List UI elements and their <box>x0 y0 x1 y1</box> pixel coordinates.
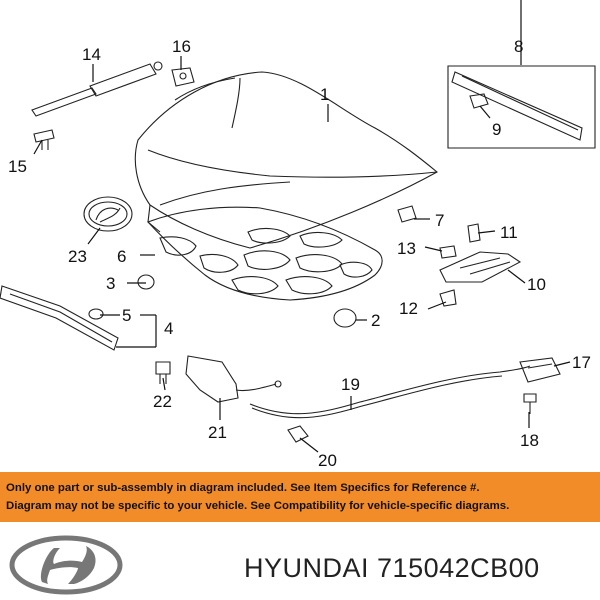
hood-emblem <box>83 196 133 232</box>
callout-20: 20 <box>318 451 337 470</box>
callout-14: 14 <box>82 45 101 64</box>
release-cable <box>249 365 531 419</box>
disclaimer-line-1: Only one part or sub-assembly in diagram… <box>6 482 480 494</box>
callout-21: 21 <box>208 423 227 442</box>
hood-seal-strip <box>0 285 119 351</box>
brand-name: HYUNDAI <box>244 553 370 583</box>
hood-latch <box>185 355 282 403</box>
callout-19: 19 <box>341 375 360 394</box>
callout-12: 12 <box>399 299 418 318</box>
latch-bolt <box>155 361 171 384</box>
callout-1: 1 <box>320 85 329 104</box>
leader-lines <box>33 0 571 453</box>
callout-7: 7 <box>435 211 444 230</box>
hood-stop-clip <box>171 67 195 87</box>
callout-4: 4 <box>164 319 173 338</box>
disclaimer-line-2: Diagram may not be specific to your vehi… <box>6 500 510 512</box>
callout-6: 6 <box>117 247 126 266</box>
part-title: HYUNDAI 715042CB00 <box>244 553 540 584</box>
hood-panel <box>134 71 438 249</box>
cable-grommet <box>287 425 309 443</box>
callout-3: 3 <box>106 274 115 293</box>
callout-15: 15 <box>8 157 27 176</box>
callout-9: 9 <box>492 120 501 139</box>
callout-23: 23 <box>68 247 87 266</box>
callout-8: 8 <box>514 37 523 56</box>
callout-2: 2 <box>371 311 380 330</box>
release-handle <box>519 357 561 383</box>
handle-screw <box>523 393 537 414</box>
hood-inner-panel <box>147 206 383 301</box>
parts-diagram: 1 2 3 4 5 6 7 8 9 10 11 12 13 14 15 16 1… <box>0 0 596 470</box>
callout-13: 13 <box>397 239 416 258</box>
hood-lift-strut <box>31 61 163 117</box>
callout-18: 18 <box>520 431 539 450</box>
strut-bolt <box>33 129 55 150</box>
small-clips <box>88 205 481 328</box>
callout-5: 5 <box>122 306 131 325</box>
callout-11: 11 <box>500 223 518 242</box>
callout-16: 16 <box>172 37 191 56</box>
part-number: 715042CB00 <box>377 553 540 583</box>
hood-hinge <box>439 251 522 283</box>
callout-10: 10 <box>527 275 546 294</box>
weatherstrip-box <box>447 65 596 149</box>
callout-labels: 1 2 3 4 5 6 7 8 9 10 11 12 13 14 15 16 1… <box>8 37 591 470</box>
disclaimer-banner: Only one part or sub-assembly in diagram… <box>0 472 600 522</box>
hyundai-logo-icon <box>9 535 123 595</box>
callout-17: 17 <box>572 353 591 372</box>
callout-22: 22 <box>153 392 172 411</box>
